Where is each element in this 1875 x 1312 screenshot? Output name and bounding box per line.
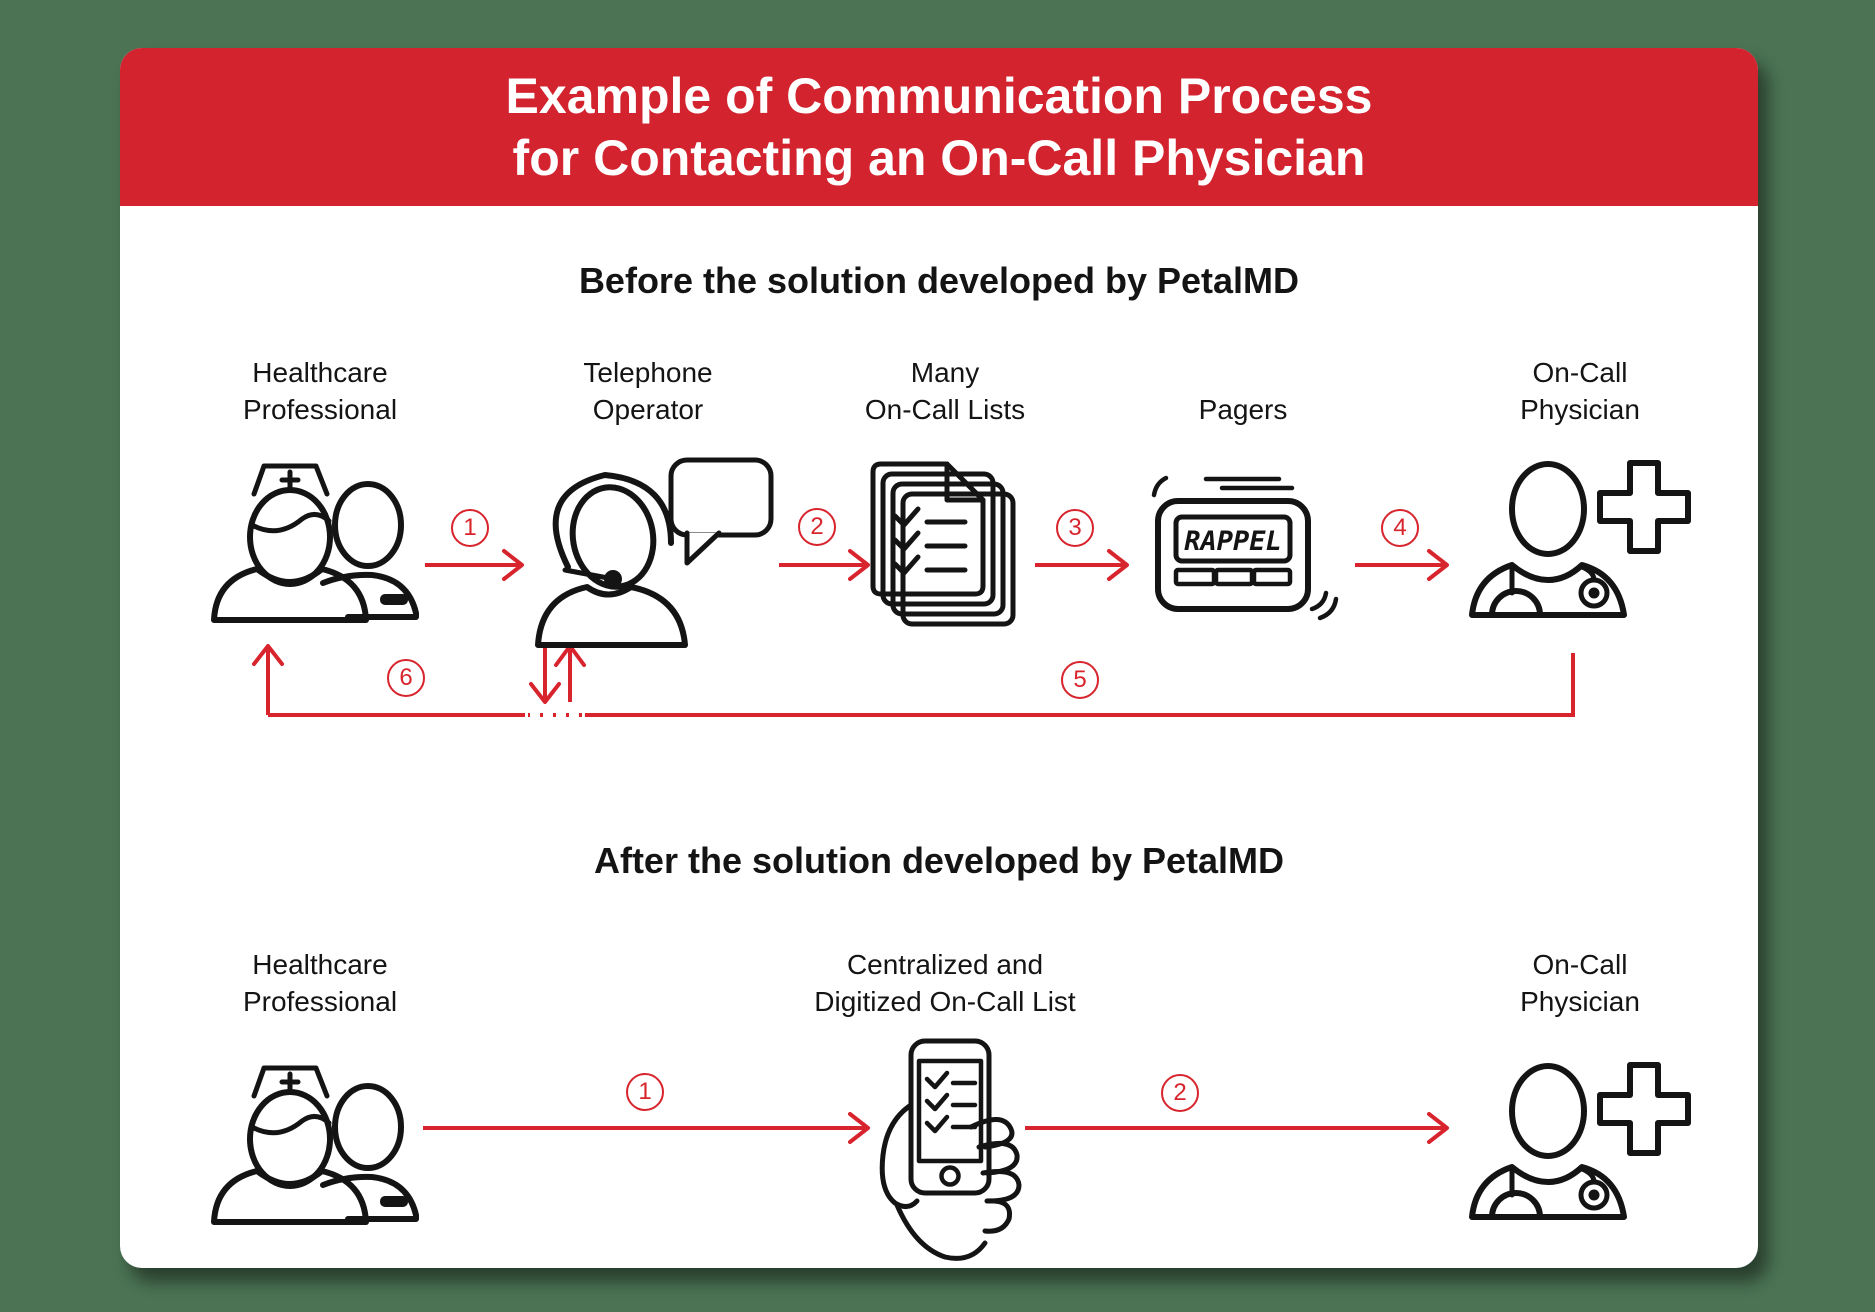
label-line: Physician <box>1520 986 1640 1017</box>
label-line: Physician <box>1520 394 1640 425</box>
label-line: Digitized On-Call List <box>814 986 1076 1017</box>
label-line: On-Call Lists <box>864 394 1026 425</box>
after-step-badge-2: 2 <box>1161 1074 1199 1112</box>
title-banner: Example of Communication Process for Con… <box>120 48 1758 206</box>
label-line: Operator <box>592 394 704 425</box>
icon-box <box>785 1034 1105 1264</box>
nurse-patient-icon <box>211 463 419 623</box>
before-section-heading: Before the solution developed by PetalMD <box>578 260 1300 301</box>
before-node-on-call-physician: On-Call Physician <box>1420 344 1740 652</box>
operator-headset-speech-bubble-icon <box>535 457 774 648</box>
step-badge-3: 3 <box>1056 509 1094 547</box>
label-line: Professional <box>242 394 398 425</box>
banner-title-line2: for Contacting an On-Call Physician <box>512 130 1366 186</box>
icon-box: RAPPEL <box>1083 442 1403 652</box>
after-node-healthcare-professional: Healthcare Professional <box>160 936 480 1264</box>
label-line: Professional <box>242 986 398 1017</box>
pager-display-text: RAPPEL <box>1184 526 1282 557</box>
label-line: Centralized and <box>846 949 1044 980</box>
label-line: On-Call <box>1532 357 1628 388</box>
step-badge-1: 1 <box>451 509 489 547</box>
operator-exchange-arrows <box>529 644 586 704</box>
label-line: Pagers <box>1198 394 1288 425</box>
label-line: On-Call <box>1532 949 1628 980</box>
node-label: Healthcare Professional <box>160 344 480 428</box>
icon-box <box>1420 442 1740 652</box>
node-label: Centralized and Digitized On-Call List <box>785 936 1105 1020</box>
node-label: Many On-Call Lists <box>785 344 1105 428</box>
node-label: On-Call Physician <box>1420 936 1740 1020</box>
label-line: Healthcare <box>252 949 388 980</box>
node-label: Telephone Operator <box>488 344 808 428</box>
nurse-patient-icon <box>211 1065 419 1225</box>
after-node-centralized-list: Centralized and Digitized On-Call List <box>785 936 1105 1264</box>
banner-title-line1: Example of Communication Process <box>505 68 1373 124</box>
infographic-card: Example of Communication Process for Con… <box>120 48 1758 1268</box>
before-node-pagers: Pagers RAPPEL <box>1083 344 1403 652</box>
stacked-checklists-icon <box>870 461 1016 627</box>
icon-box <box>488 442 808 652</box>
after-node-on-call-physician: On-Call Physician <box>1420 936 1740 1264</box>
label-line: Many <box>910 357 980 388</box>
icon-box <box>160 442 480 652</box>
node-label: Pagers <box>1083 344 1403 428</box>
label-line: Healthcare <box>252 357 388 388</box>
node-label: Healthcare Professional <box>160 936 480 1020</box>
step-badge-4: 4 <box>1381 509 1419 547</box>
step-badge-6: 6 <box>387 659 425 697</box>
physician-medical-cross-icon <box>1469 1062 1691 1220</box>
icon-box <box>160 1034 480 1264</box>
after-section-heading: After the solution developed by PetalMD <box>593 840 1285 881</box>
before-node-many-on-call-lists: Many On-Call Lists <box>785 344 1105 652</box>
return-path-line <box>252 644 1575 717</box>
pager-icon: RAPPEL <box>1151 475 1339 621</box>
hand-phone-checklist-icon <box>879 1038 1021 1261</box>
icon-box <box>1420 1034 1740 1264</box>
before-node-healthcare-professional: Healthcare Professional <box>160 344 480 652</box>
icon-box <box>785 442 1105 652</box>
step-badge-2: 2 <box>798 508 836 546</box>
before-node-telephone-operator: Telephone Operator <box>488 344 808 652</box>
label-line: Telephone <box>583 357 713 388</box>
after-step-badge-1: 1 <box>626 1073 664 1111</box>
physician-medical-cross-icon <box>1469 460 1691 618</box>
step-badge-5: 5 <box>1061 661 1099 699</box>
node-label: On-Call Physician <box>1420 344 1740 428</box>
